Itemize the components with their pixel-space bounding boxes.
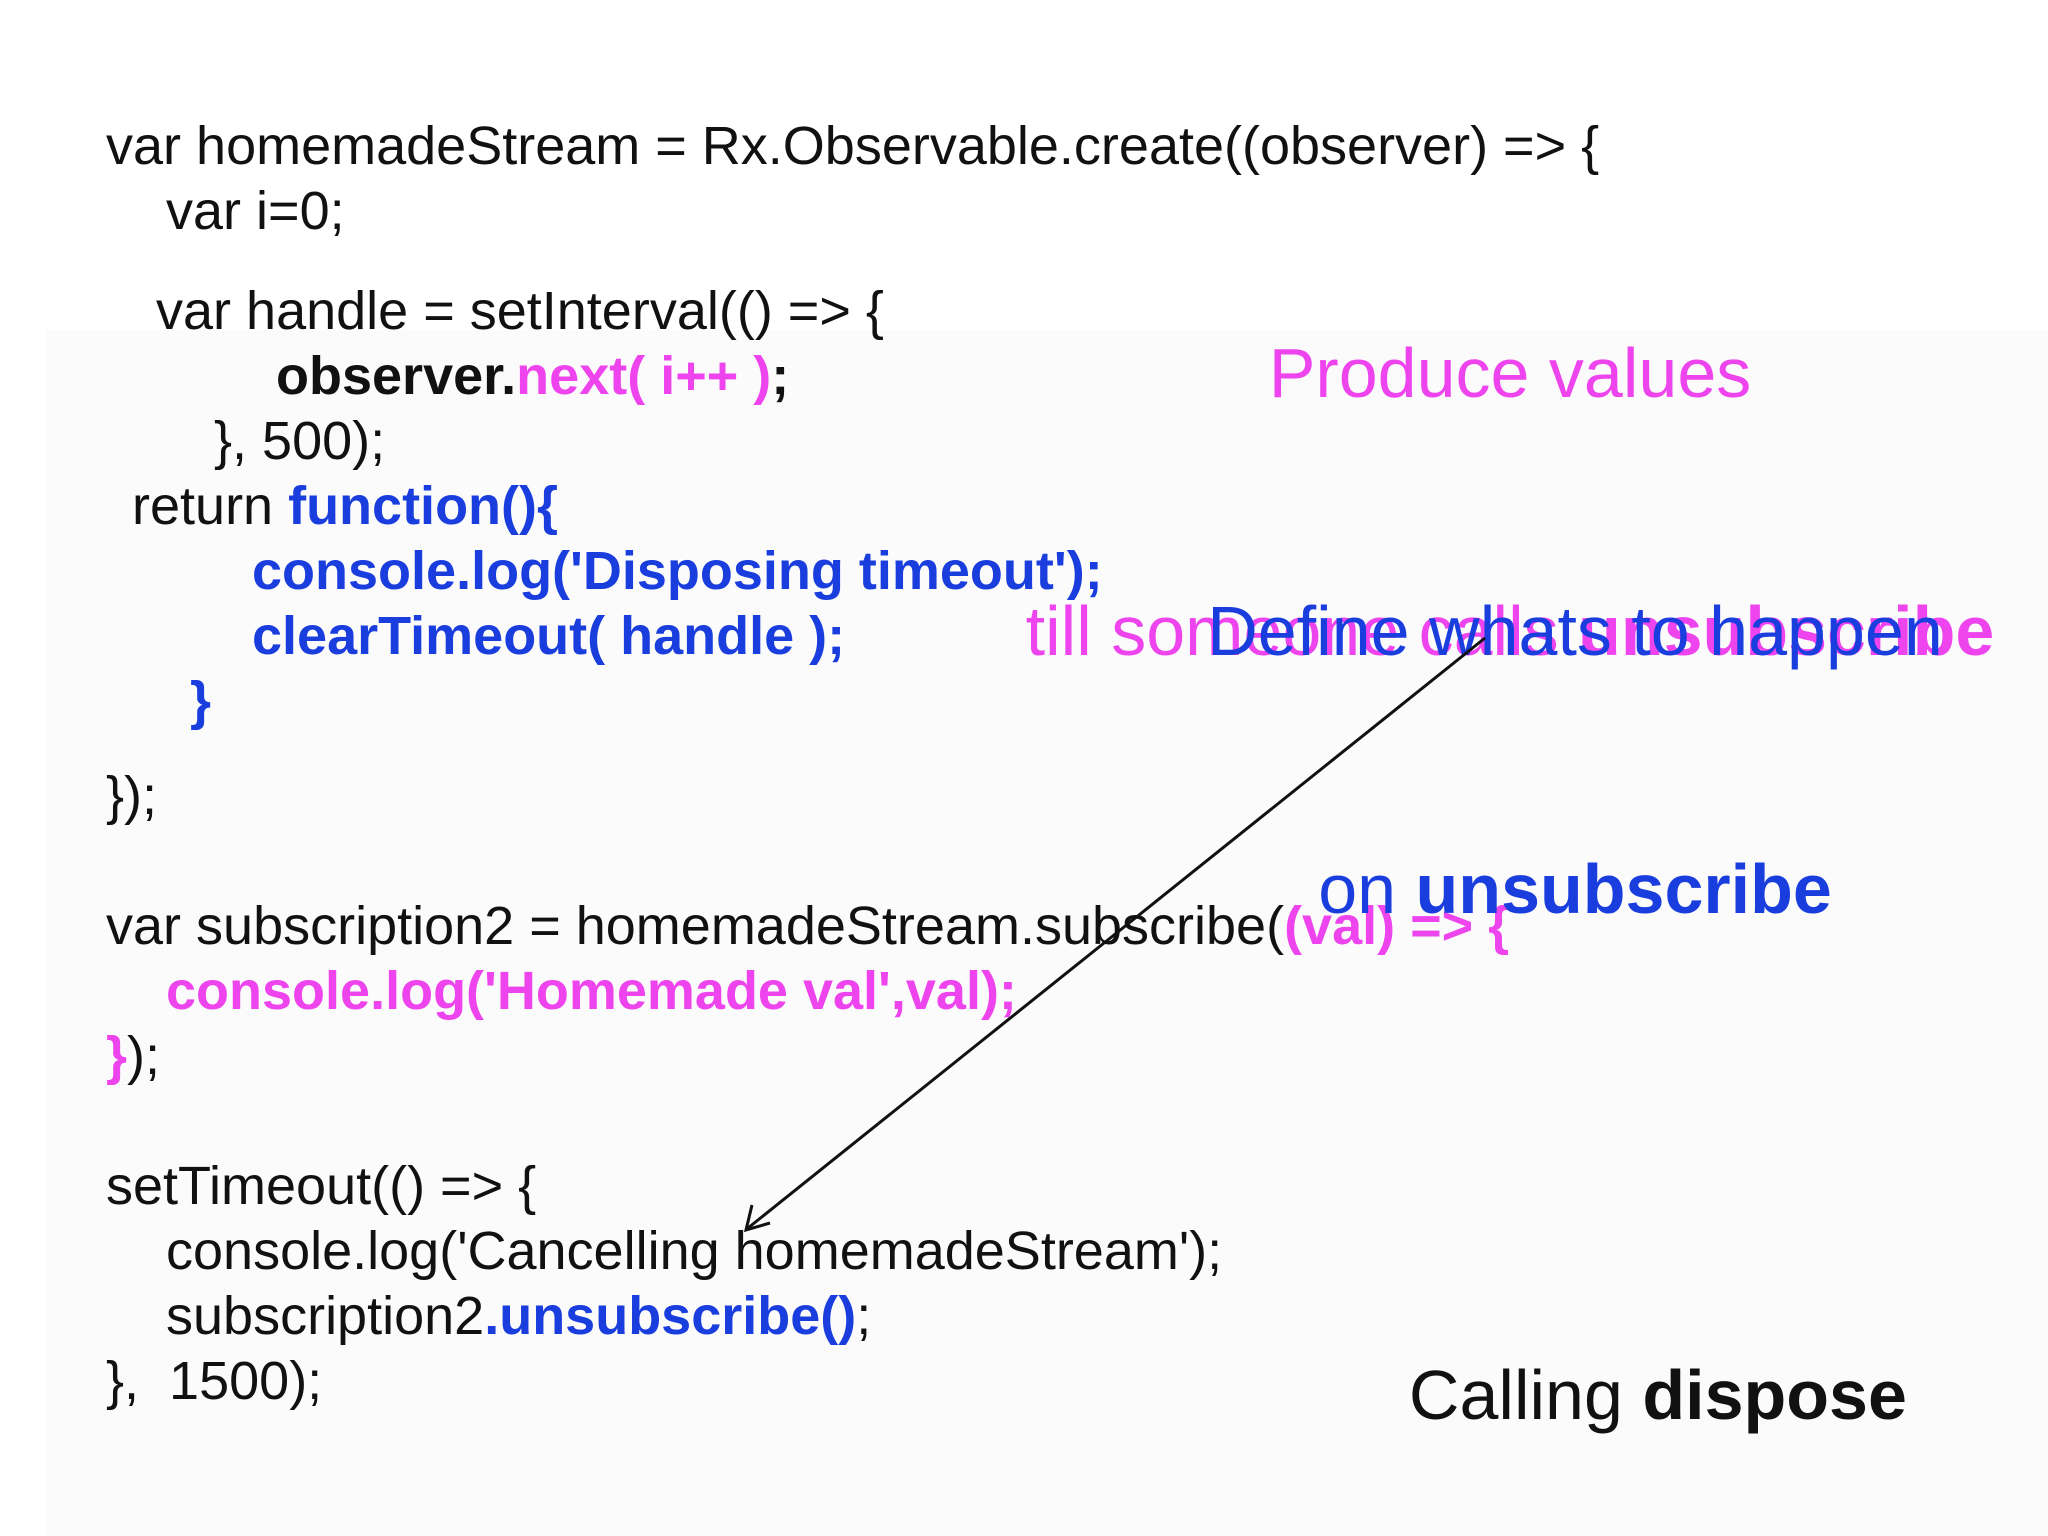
note-line: Produce values	[1268, 334, 1752, 412]
note-text-bold: unsubscribe	[1415, 850, 1832, 928]
note-text-bold: dispose	[1642, 1356, 1907, 1434]
code-line-10: });	[46, 700, 157, 892]
code-text: );	[127, 1026, 161, 1086]
note-text: Calling	[1408, 1356, 1643, 1434]
code-text-highlight: }	[106, 1026, 128, 1086]
code-line-5: }, 500);	[154, 345, 385, 537]
code-text-highlight: next( i++ )	[516, 346, 772, 406]
code-line-8: clearTimeout( handle );	[192, 540, 845, 732]
note-produce-values: Produce values till someone calls unsubs…	[1010, 158, 2010, 760]
code-line-9: }	[130, 605, 211, 797]
code-text: console.log('Cancelling homemadeStream')…	[166, 1221, 1223, 1281]
code-line-17: }, 1500);	[46, 1285, 322, 1477]
code-text: var i=0;	[166, 181, 345, 241]
code-line-12: console.log('Homemade val',val);	[106, 895, 1017, 1087]
code-text: var handle = setInterval(() => {	[156, 281, 884, 341]
code-line-16: subscription2.unsubscribe();	[106, 1220, 871, 1412]
code-text: }, 500);	[214, 411, 386, 471]
slide-background	[46, 330, 2048, 1536]
code-text: observer.	[276, 346, 517, 406]
code-line-15: console.log('Cancelling homemadeStream')…	[106, 1155, 1222, 1347]
code-text-highlight: clearTimeout( handle );	[252, 606, 846, 666]
note-define-unsubscribe: Define whats to happen on unsubscribe	[1175, 416, 1975, 1018]
note-line: Define whats to happen	[1207, 592, 1943, 670]
code-text: setTimeout(() => {	[106, 1156, 537, 1216]
code-line-7: console.log('Disposing timeout');	[192, 475, 1103, 667]
code-text: return	[132, 476, 289, 536]
code-line-4: observer.next( i++ );	[216, 280, 789, 472]
code-text: ;	[856, 1286, 872, 1346]
note-text: till someone calls	[1025, 592, 1579, 670]
code-text-highlight: function(){	[288, 476, 559, 536]
code-line-1: var homemadeStream = Rx.Observable.creat…	[46, 50, 1599, 242]
code-line-6: return function(){	[72, 410, 558, 602]
code-text: }, 1500);	[106, 1351, 323, 1411]
code-text-highlight: (val) => {	[1284, 896, 1510, 956]
note-line: on unsubscribe	[1175, 846, 1975, 932]
code-line-14: setTimeout(() => {	[46, 1090, 536, 1282]
note-line: till someone calls unsubscribe	[1010, 588, 2010, 674]
code-line-2: var i=0;	[106, 115, 345, 307]
code-text: var subscription2 = homemadeStream.subsc…	[106, 896, 1285, 956]
code-text: var homemadeStream = Rx.Observable.creat…	[106, 116, 1600, 176]
arrow-line	[747, 636, 1486, 1230]
code-text: ;	[771, 346, 790, 406]
arrow-head	[743, 1204, 771, 1233]
note-calling-dispose: Calling dispose	[1370, 1266, 1930, 1438]
code-text-highlight: console.log('Homemade val',val);	[166, 961, 1017, 1021]
code-line-3: var handle = setInterval(() => {	[96, 215, 884, 407]
note-text-bold: unsubscribe	[1578, 592, 1995, 670]
code-text-highlight: .unsubscribe()	[484, 1286, 857, 1346]
code-line-11: var subscription2 = homemadeStream.subsc…	[46, 830, 1509, 1022]
code-text-highlight: }	[190, 671, 212, 731]
code-text-highlight: console.log('Disposing timeout');	[252, 541, 1103, 601]
note-text: on	[1318, 850, 1416, 928]
code-line-13: });	[46, 960, 160, 1152]
code-text: subscription2	[166, 1286, 485, 1346]
code-text: });	[106, 766, 158, 826]
